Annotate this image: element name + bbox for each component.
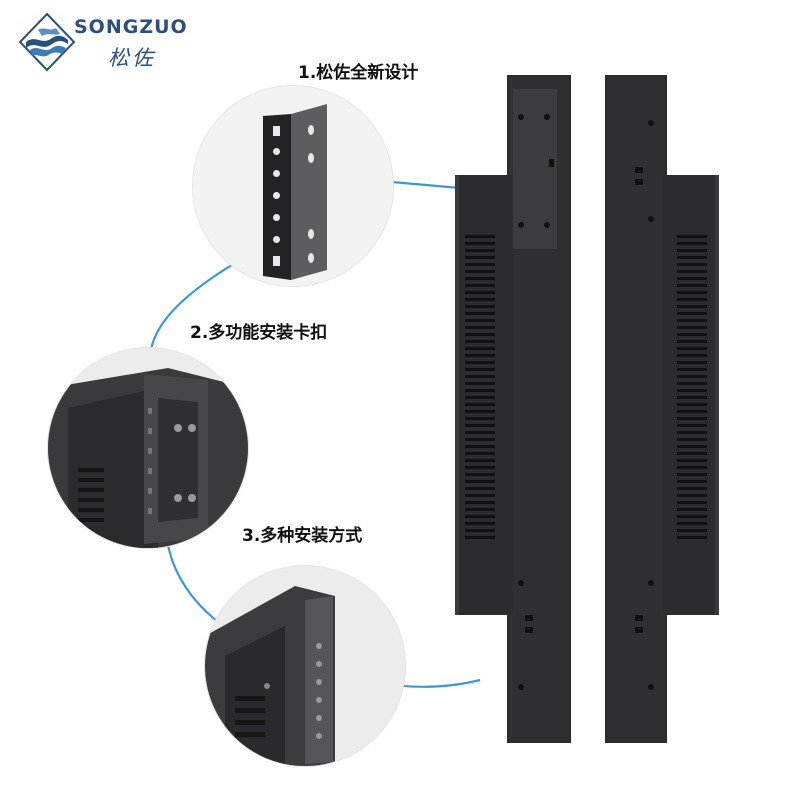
detail-circle-clip <box>48 348 248 548</box>
brand-name: SONGZUO <box>74 16 188 38</box>
product-side-view-left <box>455 75 571 743</box>
brand-logo <box>18 12 228 78</box>
feature-label-3: 3.多种安装方式 <box>242 526 363 546</box>
detail-circle-bracket <box>193 86 393 286</box>
feature-label-2: 2.多功能安装卡扣 <box>190 323 328 343</box>
brand-name-cn: 松佐 <box>108 46 156 70</box>
installation-image <box>205 566 405 766</box>
mounting-clip-image <box>48 348 248 548</box>
l-bracket-image <box>193 86 393 286</box>
wave-logo-icon <box>18 12 76 72</box>
detail-circle-install <box>205 566 405 766</box>
product-side-view-right <box>605 75 719 743</box>
feature-label-1: 1.松佐全新设计 <box>298 63 419 83</box>
